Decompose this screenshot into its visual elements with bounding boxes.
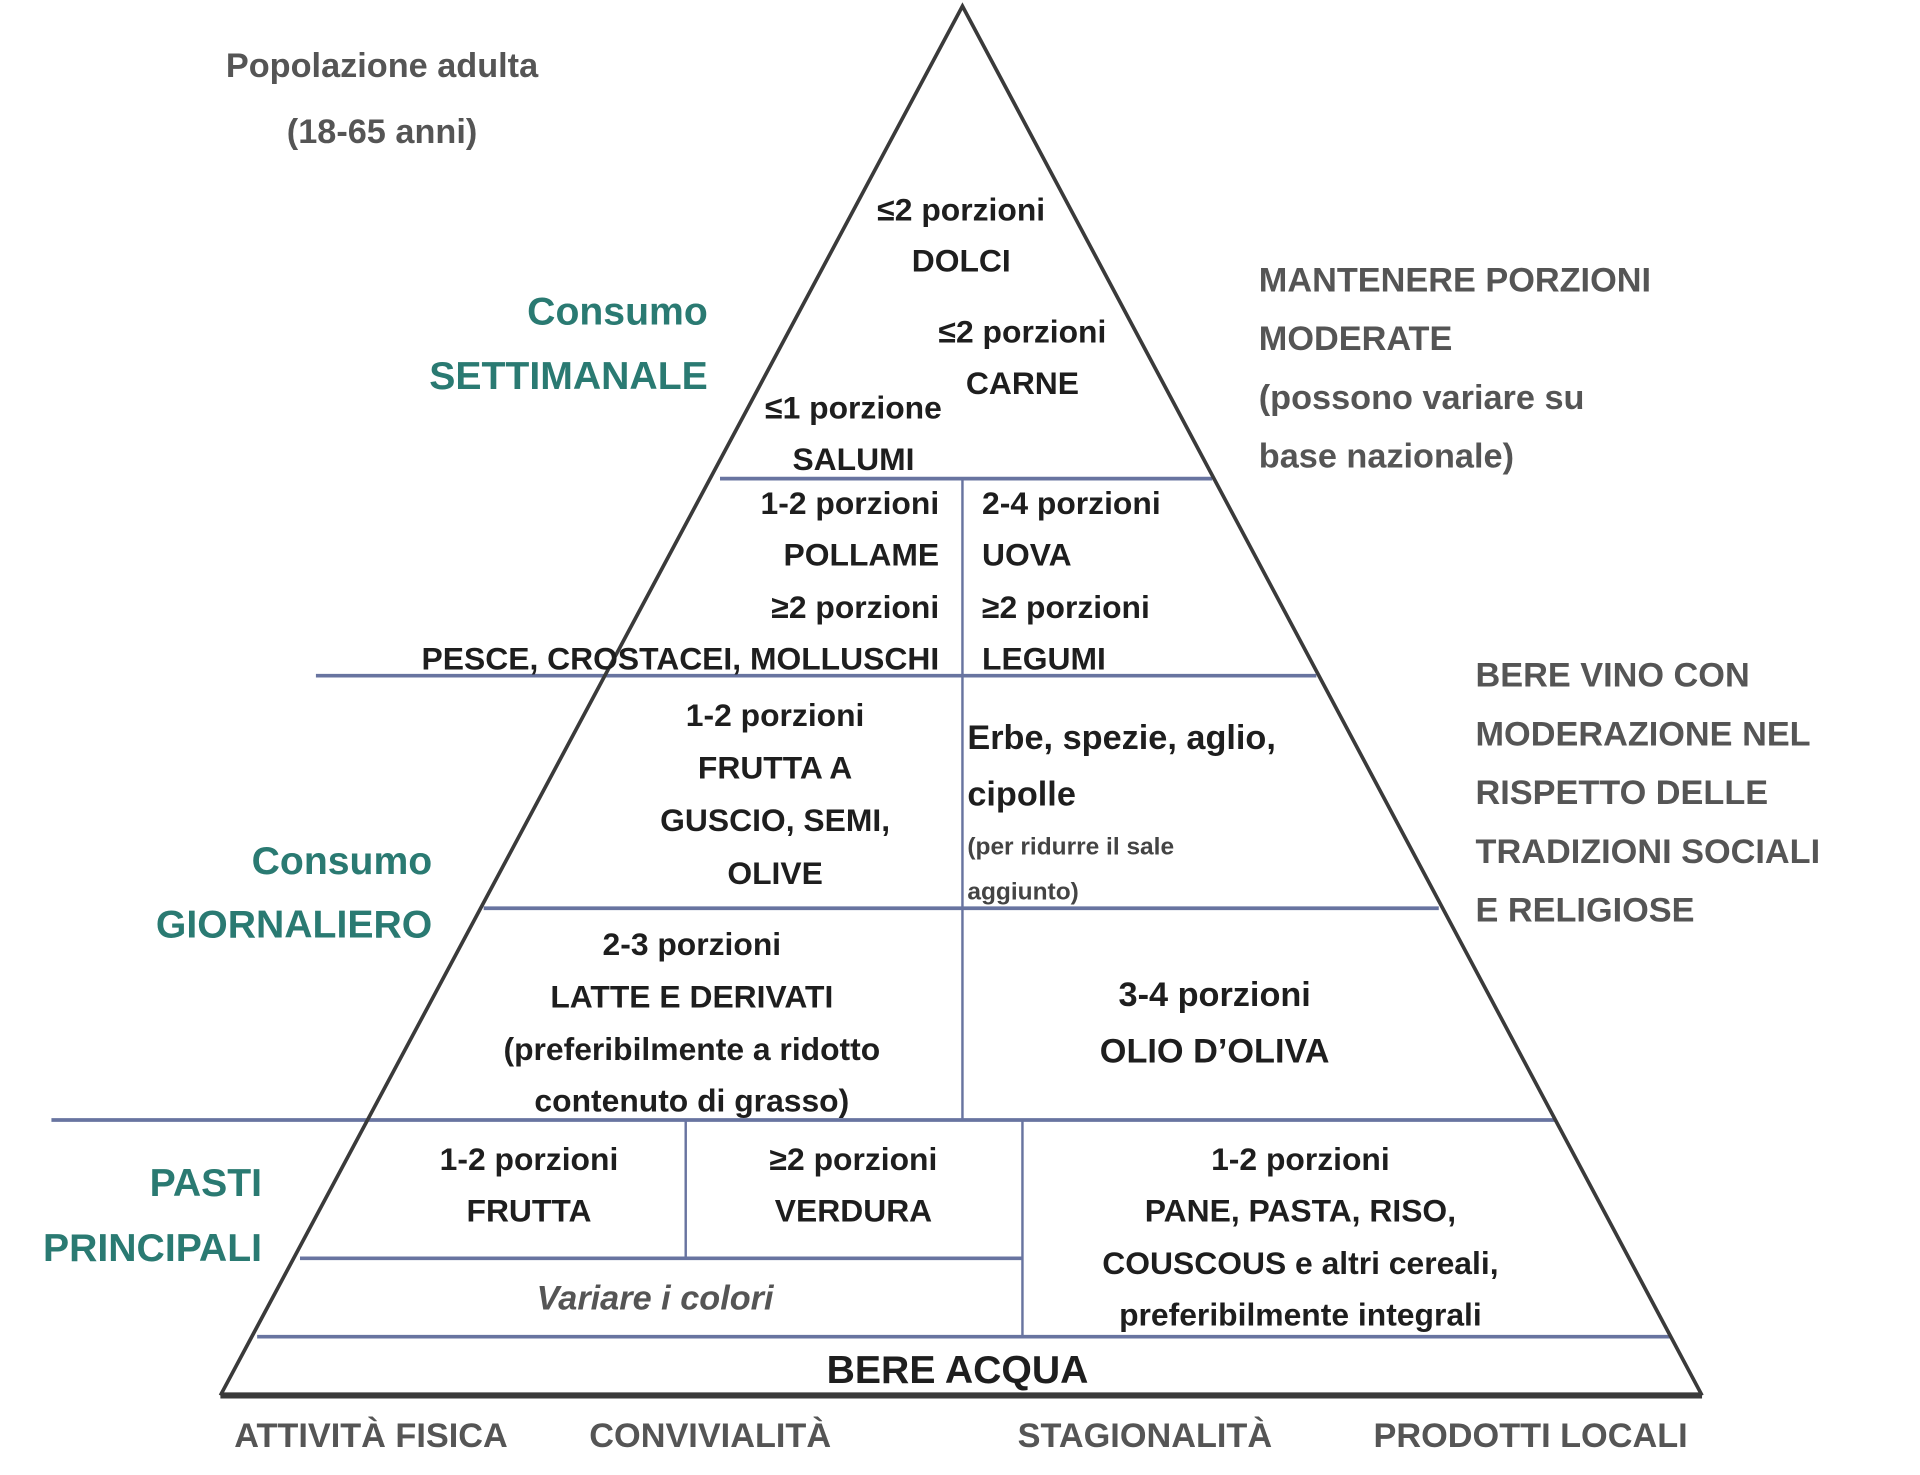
latte-note-1: (preferibilmente a ridotto [503,1031,880,1067]
uova-qty: 2-4 porzioni [982,485,1161,521]
title-line2: (18-65 anni) [287,113,477,151]
label-meals-2: PRINCIPALI [43,1227,262,1270]
svg-text:base nazionale): base nazionale) [1259,438,1514,476]
cereali-food-2: COUSCOUS e altri cereali, [1102,1245,1498,1281]
dolci-qty: ≤2 porzioni [877,191,1045,227]
olio-qty: 3-4 porzioni [1119,976,1311,1014]
erbe-food-1: Erbe, spezie, aglio, [967,719,1276,757]
cereali-food-3: preferibilmente integrali [1119,1297,1482,1333]
pollame-qty: 1-2 porzioni [761,485,940,521]
erbe-note-1: (per ridurre il sale [967,833,1174,860]
svg-text:E RELIGIOSE: E RELIGIOSE [1476,892,1695,930]
verdura-qty: ≥2 porzioni [770,1141,938,1177]
legumi-qty: ≥2 porzioni [982,589,1150,625]
frutta-guscio-food-3: OLIVE [727,855,823,891]
note-portions: MANTENERE PORZIONI MODERATE (possono var… [1259,261,1651,475]
pyramid-lines [51,2,1704,1399]
latte-food: LATTE E DERIVATI [550,978,833,1014]
footer-stagionalita: STAGIONALITÀ [1018,1415,1272,1455]
svg-text:TRADIZIONI SOCIALI: TRADIZIONI SOCIALI [1476,833,1821,871]
frutta-guscio-qty: 1-2 porzioni [686,697,865,733]
note-wine: BERE VINO CON MODERAZIONE NEL RISPETTO D… [1476,657,1821,930]
erbe-note-2: aggiunto) [967,879,1078,906]
pesce-qty: ≥2 porzioni [771,589,939,625]
footer-convivialita: CONVIVIALITÀ [589,1415,831,1455]
latte-qty: 2-3 porzioni [603,926,782,962]
frutta-guscio-food-2: GUSCIO, SEMI, [660,802,890,838]
footer-attivita: ATTIVITÀ FISICA [234,1415,508,1455]
uova-food: UOVA [982,537,1072,573]
frutta-guscio-food-1: FRUTTA A [698,750,852,786]
bere-acqua: BERE ACQUA [827,1349,1089,1392]
cereali-food-1: PANE, PASTA, RISO, [1145,1193,1456,1229]
label-weekly-1: Consumo [527,290,708,333]
legumi-food: LEGUMI [982,641,1106,677]
label-meals-1: PASTI [150,1162,262,1205]
erbe-food-2: cipolle [967,775,1076,813]
svg-text:MODERAZIONE NEL: MODERAZIONE NEL [1476,715,1811,753]
pyramid-outline [218,2,1704,1397]
salumi-qty: ≤1 porzione [765,390,942,426]
pesce-food: PESCE, CROSTACEI, MOLLUSCHI [422,641,940,677]
svg-text:MODERATE: MODERATE [1259,320,1453,358]
verdura-food: VERDURA [775,1193,932,1229]
svg-text:BERE VINO CON: BERE VINO CON [1476,657,1750,695]
salumi-food: SALUMI [792,441,914,477]
footer: ATTIVITÀ FISICA CONVIVIALITÀ STAGIONALIT… [234,1415,1687,1455]
svg-text:MANTENERE PORZIONI: MANTENERE PORZIONI [1259,261,1651,299]
svg-text:RISPETTO DELLE: RISPETTO DELLE [1476,774,1769,812]
footer-prodotti: PRODOTTI LOCALI [1374,1417,1688,1455]
cereali-qty: 1-2 porzioni [1211,1141,1390,1177]
olio-food: OLIO D’OLIVA [1100,1032,1330,1070]
pollame-food: POLLAME [784,537,940,573]
label-daily-1: Consumo [252,840,433,883]
frutta-food: FRUTTA [467,1193,592,1229]
svg-text:(possono variare su: (possono variare su [1259,379,1585,417]
variare-colori: Variare i colori [537,1280,775,1318]
latte-note-2: contenuto di grasso) [534,1082,849,1118]
dolci-food: DOLCI [912,243,1011,279]
label-daily-2: GIORNALIERO [156,904,432,947]
label-weekly-2: SETTIMANALE [429,355,707,398]
carne-food: CARNE [966,365,1079,401]
carne-qty: ≤2 porzioni [939,314,1107,350]
frutta-qty: 1-2 porzioni [440,1141,619,1177]
title-line1: Popolazione adulta [226,47,539,85]
